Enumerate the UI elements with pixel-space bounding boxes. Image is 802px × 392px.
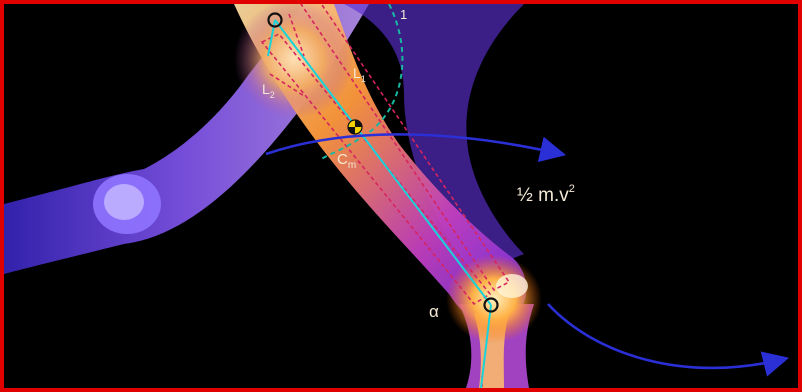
- kinetic-energy-label: ½ m.v2: [517, 183, 575, 206]
- knee-trajectory-arrow: [548, 304, 784, 368]
- center-of-mass-icon: [348, 120, 362, 134]
- top-index-label: 1: [400, 7, 407, 22]
- biomechanics-diagram: 1 L1 L2 Cm ½ m.v2 α: [4, 4, 798, 388]
- alpha-angle-label: α: [429, 302, 439, 321]
